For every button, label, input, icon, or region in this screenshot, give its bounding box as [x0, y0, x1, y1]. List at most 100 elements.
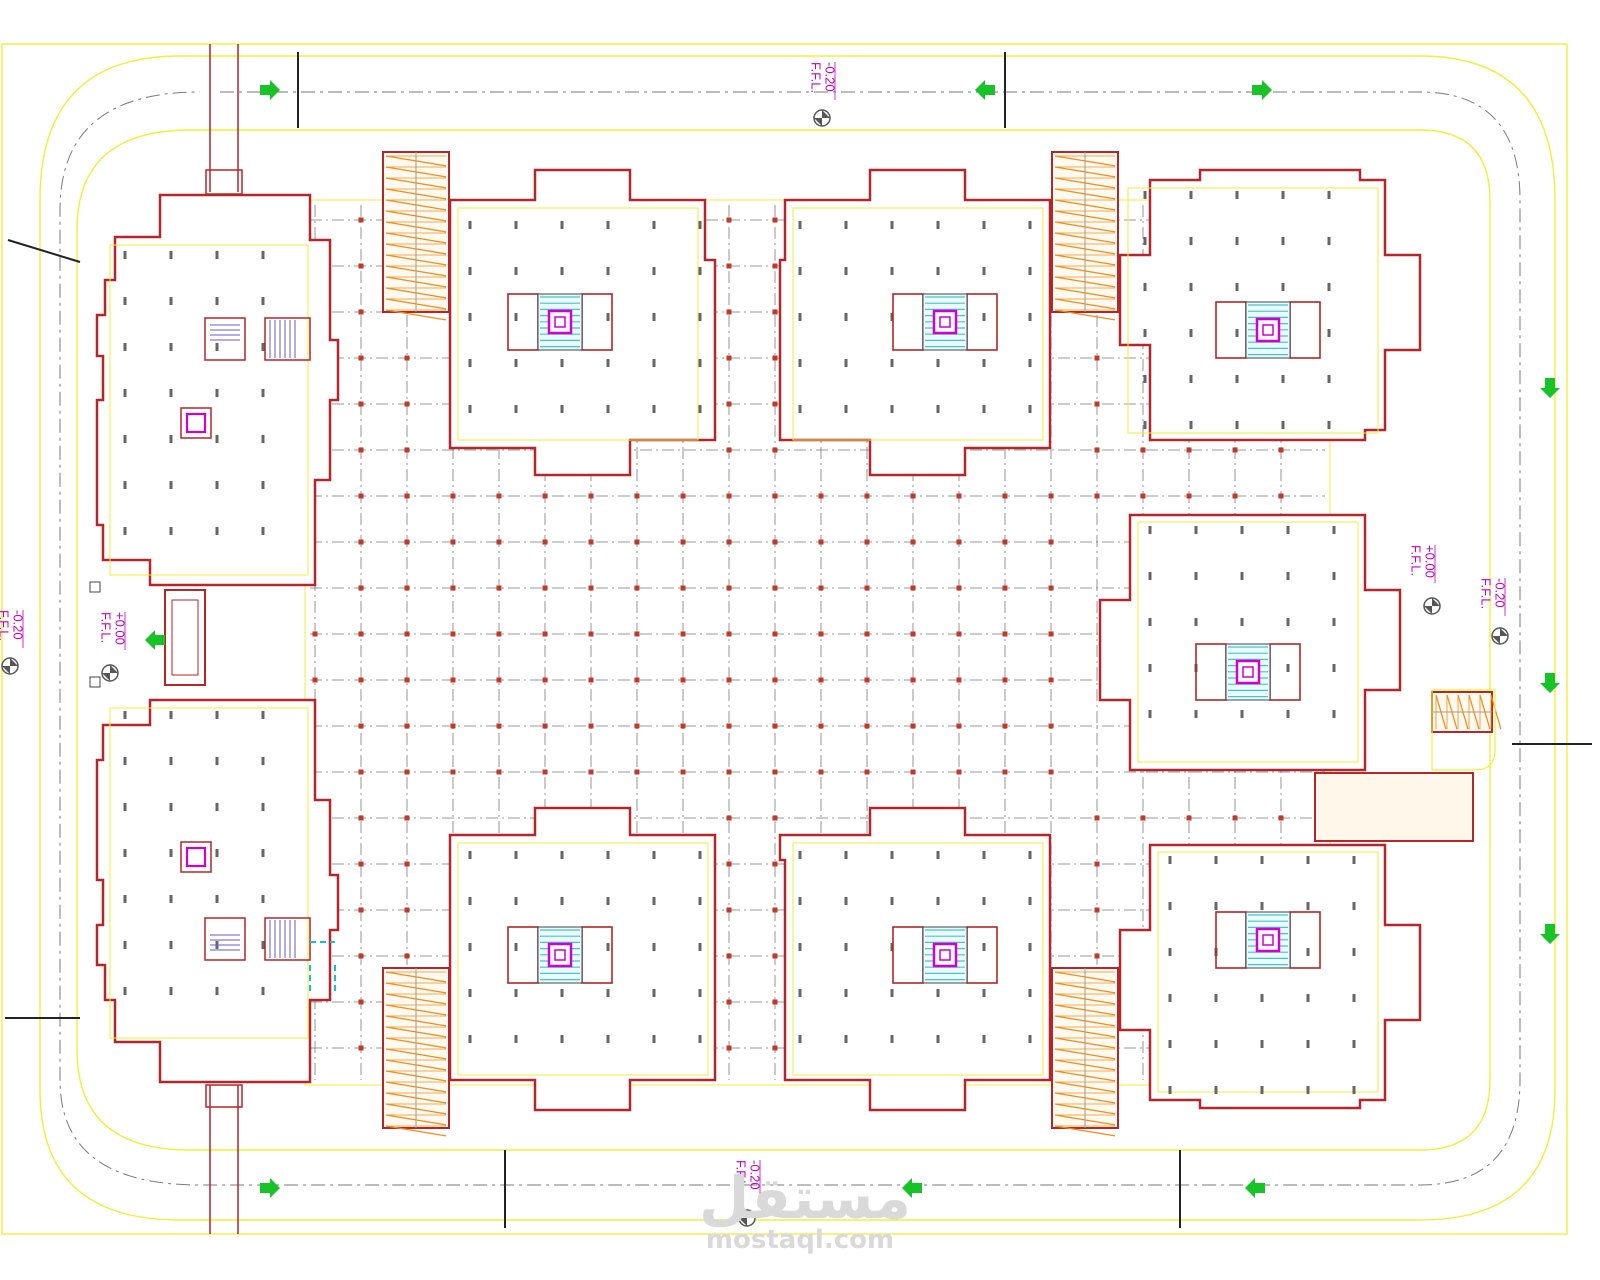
wing-column	[1194, 618, 1198, 626]
wing-column	[468, 405, 472, 413]
wing-column	[982, 1035, 986, 1043]
wing-bottom-center-right	[778, 806, 1052, 1112]
grid-column	[312, 631, 318, 637]
grid-column	[956, 631, 962, 637]
wing-column	[215, 435, 219, 443]
wing-top-center-right	[778, 168, 1052, 477]
grid-column	[358, 447, 364, 453]
wing-column	[261, 435, 265, 443]
grid-column	[726, 999, 732, 1005]
grid-column	[588, 769, 594, 775]
entrance-arrow-icon	[260, 1178, 280, 1198]
wing-column	[844, 359, 848, 367]
wing-column	[1306, 948, 1310, 956]
grid-column	[956, 493, 962, 499]
wing-column	[468, 359, 472, 367]
wing-column	[606, 851, 610, 859]
wing-column	[1194, 710, 1198, 718]
wing-column	[261, 987, 265, 995]
wing-column	[798, 405, 802, 413]
grid-column	[1094, 953, 1100, 959]
grid-column	[542, 539, 548, 545]
wing-column	[1327, 191, 1331, 199]
grid-column	[772, 217, 778, 223]
grid-column	[404, 723, 410, 729]
lift-left-bottom	[180, 841, 212, 873]
grid-column	[726, 631, 732, 637]
wing-column	[1214, 994, 1218, 1002]
grid-column	[910, 723, 916, 729]
grid-column	[726, 539, 732, 545]
grid-column	[588, 677, 594, 683]
grid-column	[818, 493, 824, 499]
wing-column	[123, 757, 127, 765]
wing-column	[1028, 943, 1032, 951]
grid-column	[1186, 493, 1192, 499]
wing-column	[1214, 1086, 1218, 1094]
grid-column	[1002, 631, 1008, 637]
wing-column	[560, 851, 564, 859]
grid-column	[1094, 493, 1100, 499]
level-tag: F.F.L.	[734, 1160, 749, 1191]
wing-column	[123, 803, 127, 811]
grid-column	[956, 723, 962, 729]
wing-column	[698, 267, 702, 275]
wing-column	[1235, 283, 1239, 291]
core-right-bottom	[1215, 911, 1321, 969]
grid-column	[1232, 493, 1238, 499]
wing-column	[844, 267, 848, 275]
grid-column	[818, 723, 824, 729]
wing-column	[215, 251, 219, 259]
grid-column	[542, 585, 548, 591]
grid-column	[680, 493, 686, 499]
wing-column	[890, 221, 894, 229]
wing-column	[1028, 1035, 1032, 1043]
wing-column	[1148, 618, 1152, 626]
wing-column	[169, 895, 173, 903]
wing-column	[169, 757, 173, 765]
wing-column	[936, 989, 940, 997]
wing-column	[1148, 572, 1152, 580]
wing-column	[798, 943, 802, 951]
wing-column	[123, 343, 127, 351]
level-tag: F.F.L.	[1409, 545, 1424, 576]
wing-column	[890, 851, 894, 859]
grid-column	[404, 585, 410, 591]
wing-column	[215, 757, 219, 765]
wing-column	[1327, 329, 1331, 337]
grid-column	[726, 309, 732, 315]
wing-column	[1281, 237, 1285, 245]
grid-column	[1140, 447, 1146, 453]
grid-column	[1002, 677, 1008, 683]
grid-column	[404, 493, 410, 499]
wing-column	[1306, 902, 1310, 910]
level-marker-right-outer: -0.20F.F.L.	[1479, 578, 1509, 645]
wing-column	[215, 389, 219, 397]
grid-column	[726, 907, 732, 913]
wing-column	[1189, 421, 1193, 429]
level-marker-icon	[1491, 627, 1509, 645]
grid-column	[1278, 447, 1284, 453]
grid-column	[450, 723, 456, 729]
grid-column	[1140, 493, 1146, 499]
wing-column	[798, 989, 802, 997]
grid-column	[496, 493, 502, 499]
wing-column	[844, 897, 848, 905]
wing-column	[1194, 526, 1198, 534]
wing-column	[936, 897, 940, 905]
grid-column	[358, 953, 364, 959]
grid-column	[680, 677, 686, 683]
wing-column	[215, 343, 219, 351]
grid-column	[726, 1045, 732, 1051]
wing-column	[169, 849, 173, 857]
wing-column	[982, 897, 986, 905]
wing-column	[1286, 572, 1290, 580]
wing-column	[1327, 421, 1331, 429]
wing-column	[606, 943, 610, 951]
wing-column	[698, 359, 702, 367]
wing-column	[606, 267, 610, 275]
wing-column	[1327, 375, 1331, 383]
grid-column	[358, 217, 364, 223]
grid-column	[956, 677, 962, 683]
wing-column	[1189, 329, 1193, 337]
